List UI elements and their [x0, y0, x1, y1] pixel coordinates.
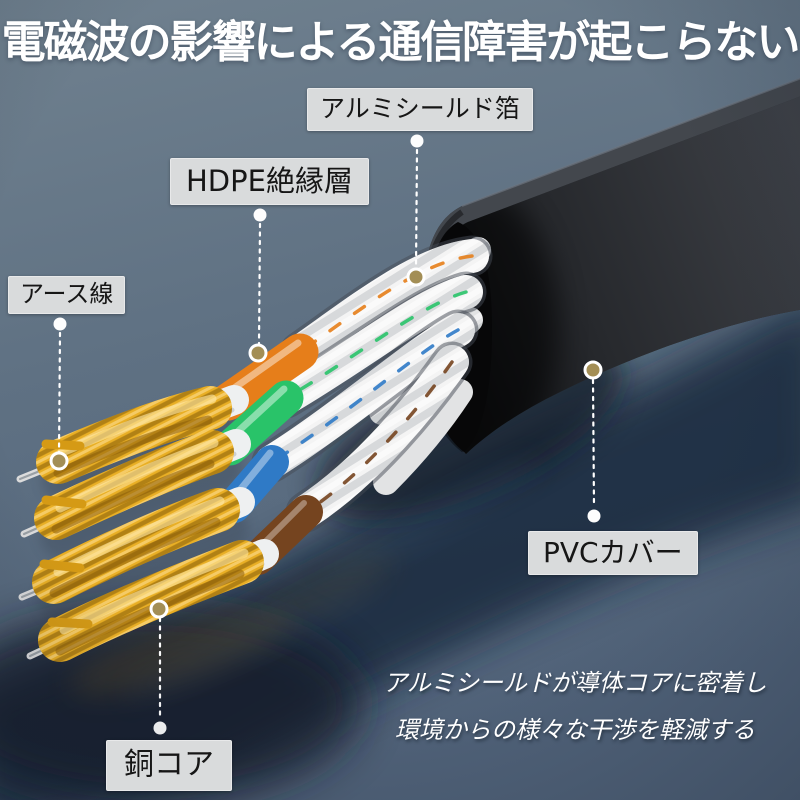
- label-aluminum-foil: アルミシールド箔: [307, 88, 533, 131]
- page-title: 電磁波の影響による通信障害が起こらない: [1, 17, 800, 68]
- caption-line-2: 環境からの様々な干渉を軽減する: [395, 716, 755, 744]
- label-copper-core: 銅コア: [106, 740, 232, 791]
- label-pvc-cover: PVCカバー: [528, 531, 698, 576]
- caption-line-1: アルミシールドが導体コアに密着し: [383, 669, 767, 697]
- label-hdpe-insulation: HDPE絶縁層: [170, 158, 369, 206]
- caption: アルミシールドが導体コアに密着し 環境からの様々な干渉を軽減する: [368, 660, 782, 754]
- label-ground-wire: アース線: [8, 276, 126, 314]
